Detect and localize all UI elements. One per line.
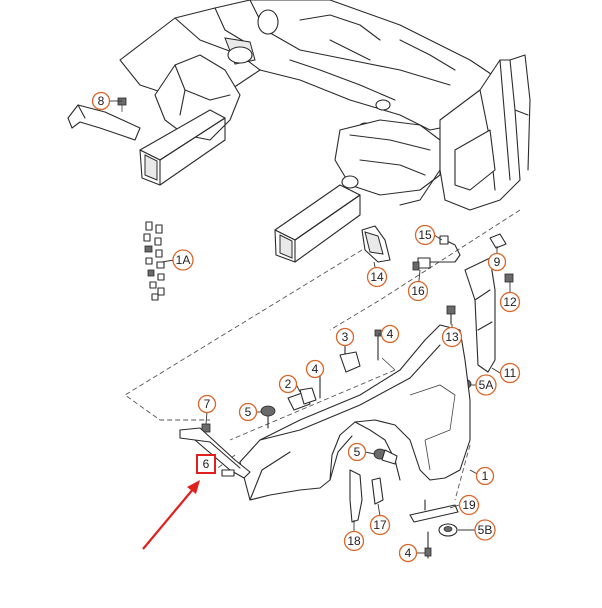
svg-text:2: 2 — [285, 377, 292, 391]
svg-text:4: 4 — [405, 546, 412, 560]
callout-7: 7 — [197, 394, 217, 414]
callout-3: 3 — [335, 327, 355, 347]
svg-text:8: 8 — [98, 94, 105, 108]
svg-text:1: 1 — [482, 469, 489, 483]
callout-9: 9 — [487, 252, 507, 272]
fender-bracket-6-7 — [179, 423, 251, 479]
svg-text:5B: 5B — [478, 523, 493, 537]
svg-text:12: 12 — [503, 295, 517, 309]
screw-part-13 — [446, 305, 456, 325]
svg-text:11: 11 — [504, 366, 517, 380]
svg-text:5A: 5A — [479, 378, 494, 392]
svg-text:4: 4 — [312, 362, 319, 376]
callout-17: 17 — [369, 514, 391, 536]
svg-text:9: 9 — [494, 255, 501, 269]
red-pointer-arrow — [142, 480, 200, 550]
callout-6-highlighted: 6 — [196, 454, 216, 474]
svg-text:5: 5 — [245, 405, 252, 419]
svg-text:14: 14 — [370, 270, 384, 284]
clip-part-12 — [504, 273, 514, 283]
bracket-part-14 — [361, 225, 391, 263]
callout-5-left: 5 — [238, 402, 258, 422]
plug-part-9 — [489, 233, 507, 249]
svg-text:17: 17 — [373, 518, 387, 532]
svg-text:16: 16 — [411, 284, 425, 298]
fastener-set-1a — [143, 221, 165, 301]
screw-part-5 — [260, 405, 398, 465]
callout-2: 2 — [278, 374, 298, 394]
sensor-wire-15-16 — [412, 235, 461, 271]
svg-text:13: 13 — [445, 330, 459, 344]
svg-text:3: 3 — [342, 330, 349, 344]
front-body-structure — [119, 0, 531, 263]
callout-5a: 5A — [475, 374, 497, 396]
svg-text:6: 6 — [203, 457, 210, 471]
bracket-part-11 — [464, 257, 496, 373]
svg-text:18: 18 — [347, 534, 361, 548]
svg-text:15: 15 — [418, 228, 432, 242]
svg-text:7: 7 — [204, 397, 211, 411]
callout-4-upper: 4 — [380, 324, 400, 344]
svg-text:5: 5 — [354, 445, 361, 459]
callout-8: 8 — [91, 91, 111, 111]
front-fender — [231, 324, 471, 501]
callout-4-middle: 4 — [305, 359, 325, 379]
callout-15: 15 — [414, 224, 436, 246]
callout-4-lower: 4 — [398, 543, 418, 563]
lower-parts-17-18-19-5b-4 — [349, 469, 459, 559]
svg-text:4: 4 — [387, 327, 394, 341]
callout-1: 1 — [475, 466, 495, 486]
callout-13: 13 — [441, 326, 463, 348]
callout-19: 19 — [458, 494, 480, 516]
clips-2-3-4 — [287, 329, 382, 411]
callout-18: 18 — [343, 530, 365, 552]
callout-12: 12 — [499, 291, 521, 313]
svg-text:19: 19 — [462, 498, 476, 512]
svg-text:1A: 1A — [176, 253, 191, 267]
callout-1a: 1A — [172, 249, 194, 271]
bracket-part-8 — [67, 97, 141, 141]
callout-11: 11 — [499, 362, 521, 384]
callout-14: 14 — [366, 266, 388, 288]
callout-5-center: 5 — [347, 442, 367, 462]
callout-5b: 5B — [474, 519, 496, 541]
callout-16: 16 — [407, 280, 429, 302]
